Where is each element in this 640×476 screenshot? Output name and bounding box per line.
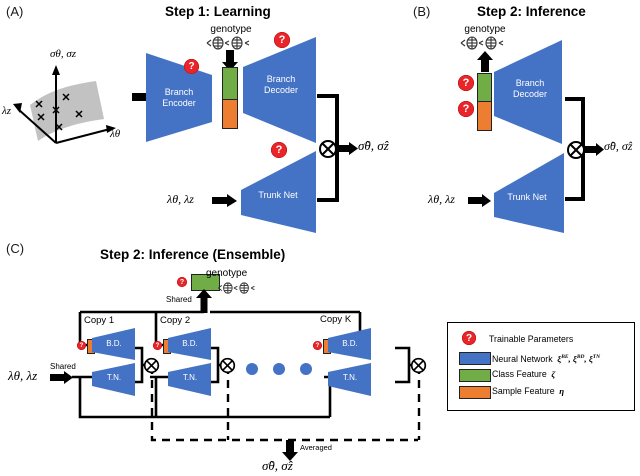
branch-decoder[interactable]: Branch Decoder — [240, 34, 320, 146]
ellipsis-dots-c — [243, 362, 321, 376]
multiply-operator-b — [566, 140, 586, 160]
trainable-marker-encoder: ? — [184, 59, 199, 74]
trunk-input-label-a: λθ, λz — [167, 192, 194, 206]
trainable-marker-class-b: ? — [458, 75, 474, 91]
trainable-marker-sample-b: ? — [458, 101, 474, 117]
sample-feature-bar-b — [477, 101, 492, 131]
output-arrow-b — [585, 142, 605, 158]
averaged-arrow-c — [281, 440, 299, 462]
branch-encoder[interactable]: Branch Encoder — [143, 50, 215, 145]
dashed-output-wires — [150, 366, 421, 442]
trainable-marker-copy2: ? — [153, 341, 162, 350]
legend-item-class-feature: Class Feature ζ — [492, 369, 556, 379]
trainable-marker-shared-c: ? — [177, 277, 187, 287]
multiply-operator-copy2 — [219, 357, 236, 374]
trunk-net-copy1[interactable]: T.N. — [91, 361, 137, 397]
multiply-operator-a — [318, 139, 338, 159]
shared-up-arrow-c — [196, 289, 212, 313]
dna-icon-c — [216, 282, 262, 294]
branch-decoder-copy1[interactable]: B.D. — [91, 327, 137, 361]
trunk-input-arrow-a — [212, 193, 238, 209]
trunk-net-b[interactable]: Trunk Net — [492, 147, 568, 235]
output-label-c: σ̂θ, σ̂z — [262, 458, 293, 473]
output-arrow-a — [337, 141, 359, 157]
legend-item-network: Neural Network ξBE, ξBD, ξTN — [492, 353, 601, 364]
legend-item-trainable: Trainable Parameters — [489, 334, 574, 344]
training-data-plot — [8, 45, 133, 150]
legend-class-symbol: ζ — [549, 369, 556, 379]
trunk-net-copyk[interactable]: T.N. — [327, 361, 373, 397]
class-feature-bar-a — [222, 67, 238, 100]
branch-decoder-label-b: Branch Decoder — [512, 78, 548, 99]
panel-b-label: (B) — [413, 4, 431, 19]
plot-y-axis-label: σθ, σz — [50, 48, 77, 60]
panel-b-title: Step 2: Inference — [477, 4, 586, 19]
genotype-up-arrow-b — [476, 50, 494, 72]
legend-blue-swatch — [459, 352, 491, 365]
genotype-label-b: genotype — [464, 24, 506, 35]
trainable-marker-trunk: ? — [271, 142, 287, 158]
genotype-label-a: genotype — [210, 24, 252, 35]
trainable-marker-copy1: ? — [77, 341, 86, 350]
shared-top-label-c: Shared — [166, 295, 192, 304]
branch-decoder-copy2[interactable]: B.D. — [167, 327, 213, 361]
dna-icon-a — [205, 36, 257, 50]
surface-patch — [30, 81, 104, 141]
trunk-input-arrow-b — [468, 193, 492, 209]
panel-a-title: Step 1: Learning — [165, 4, 271, 19]
plot-right-axis-label: λθ — [110, 128, 121, 140]
data-markers — [35, 93, 83, 131]
copy-1-title: Copy 1 — [84, 315, 115, 326]
multiply-operator-copy1 — [143, 357, 160, 374]
panel-c-title: Step 2: Inference (Ensemble) — [100, 247, 286, 262]
trunk-net-a[interactable]: Trunk Net — [238, 145, 320, 235]
shared-left-label-c: Shared — [50, 362, 76, 371]
branch-decoder-copyk[interactable]: B.D. — [327, 327, 373, 361]
legend-green-swatch — [459, 369, 491, 382]
genotype-label-c: genotype — [206, 268, 248, 279]
trainable-marker-decoder: ? — [274, 32, 290, 48]
trunk-input-label-b: λθ, λz — [428, 192, 455, 206]
axis-lines — [17, 71, 111, 144]
multiply-operator-copyk — [410, 357, 427, 374]
trunk-net-label-b: Trunk Net — [507, 192, 547, 202]
copy-k-title: Copy K — [320, 314, 352, 325]
legend-question-icon: ? — [462, 331, 476, 345]
legend-sample-symbol: η — [557, 386, 565, 396]
trunk-net-copy2[interactable]: T.N. — [167, 361, 213, 397]
ensemble-wiring-c — [0, 300, 440, 450]
axis-arrowheads — [13, 65, 116, 133]
legend-orange-swatch — [459, 386, 491, 399]
legend-item-sample-feature: Sample Feature η — [492, 386, 565, 396]
averaged-label-c: Averaged — [300, 443, 332, 452]
branch-decoder-b[interactable]: Branch Decoder — [492, 38, 566, 146]
branch-encoder-label: Branch Encoder — [162, 87, 196, 108]
genotype-down-arrow-a — [221, 50, 239, 72]
output-label-a: σ̂θ, σ̂z — [358, 138, 389, 153]
output-label-b: σ̂θ, σ̂z — [604, 139, 633, 153]
shared-class-feature-c — [191, 274, 220, 291]
tn-label-copy1: T.N. — [106, 373, 122, 382]
copy-2-title: Copy 2 — [160, 315, 191, 326]
bd-label-copy1: B.D. — [106, 339, 122, 348]
dna-icon-b — [459, 36, 511, 50]
bd-label-copyk: B.D. — [342, 339, 358, 348]
class-feature-bar-b — [477, 73, 492, 103]
panel-a-label: (A) — [6, 4, 24, 19]
plot-left-axis-label: λz — [2, 105, 12, 117]
shared-input-arrow-c — [50, 371, 74, 385]
bd-label-copy2: B.D. — [182, 339, 198, 348]
sample-feature-bar-a — [222, 99, 238, 129]
legend-network-symbols: ξBE, ξBD, ξTN — [555, 353, 601, 364]
trunk-net-label-a: Trunk Net — [258, 190, 298, 200]
tn-label-copy2: T.N. — [182, 373, 198, 382]
tn-label-copyk: T.N. — [342, 373, 358, 382]
trainable-marker-copyk: ? — [313, 341, 322, 350]
branch-decoder-label: Branch Decoder — [263, 74, 299, 95]
panel-c-label: (C) — [6, 241, 25, 256]
trunk-input-label-c: λθ, λz — [8, 368, 38, 383]
